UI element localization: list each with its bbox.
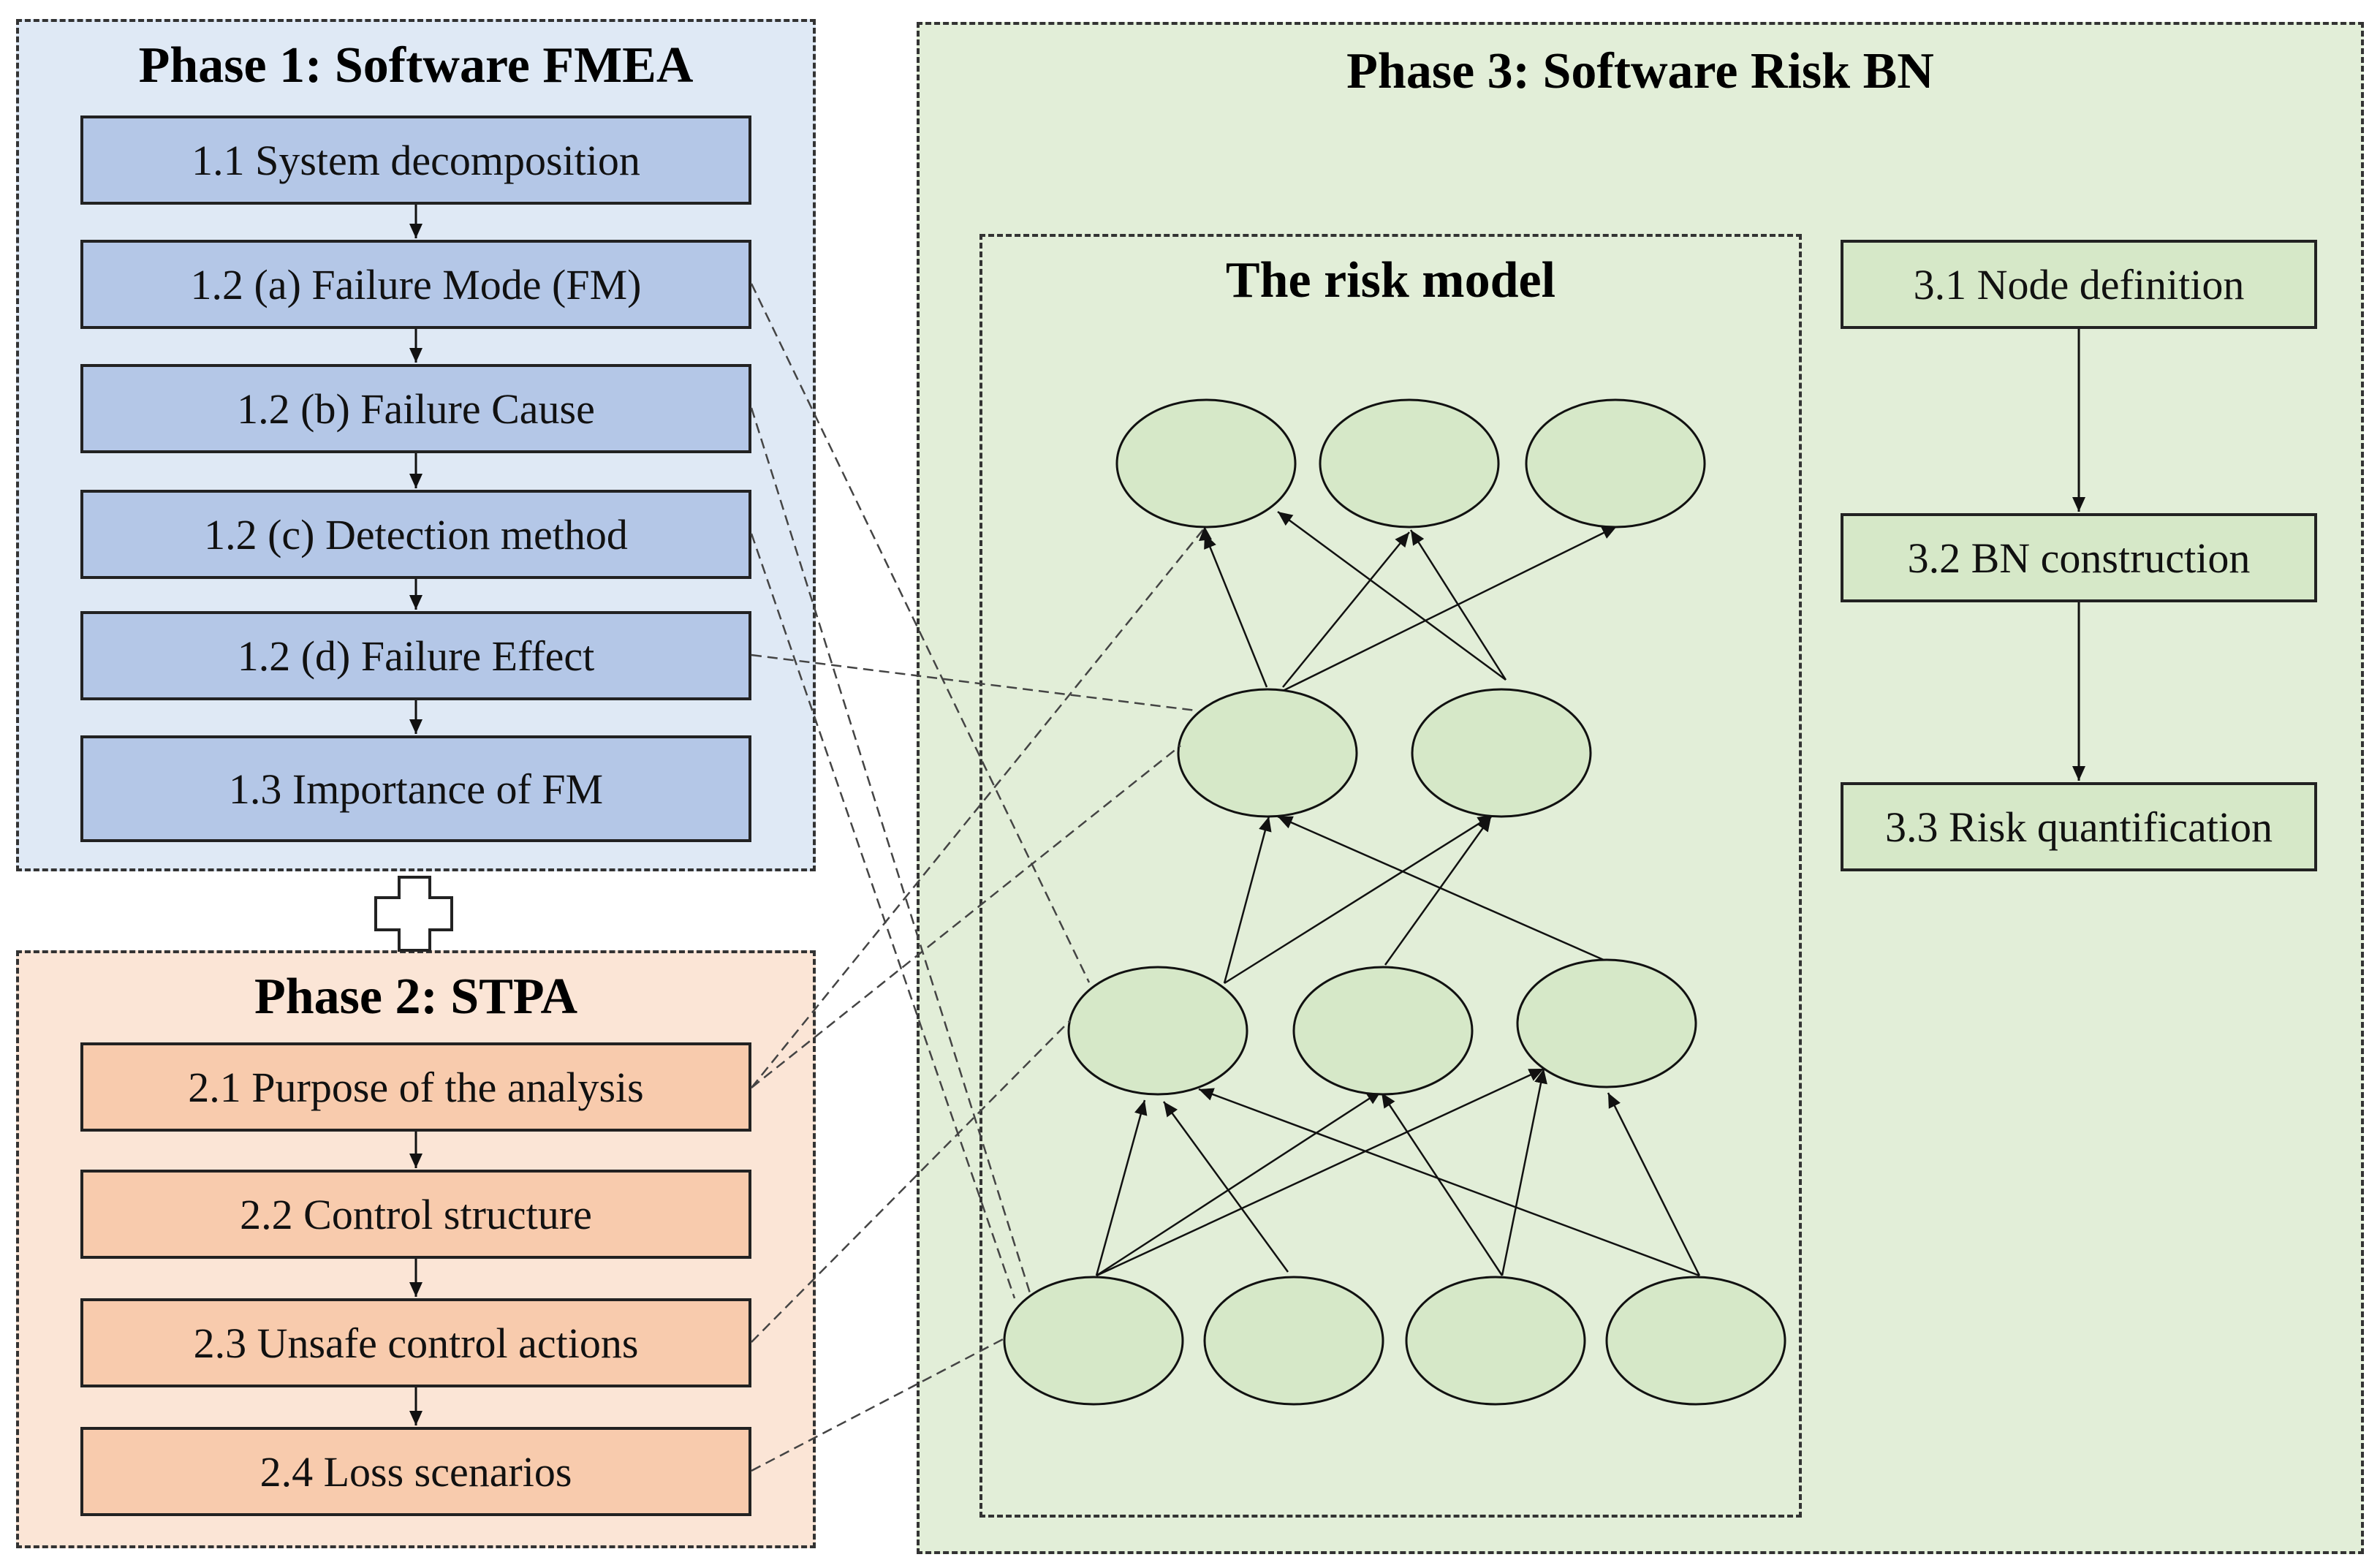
phase3-title: Phase 3: Software Risk BN — [1346, 43, 1934, 99]
phase1-step-1-2b: 1.2 (b) Failure Cause — [80, 364, 751, 453]
risk-model-title: The risk model — [1225, 252, 1556, 308]
phase2-step-2-2: 2.2 Control structure — [80, 1170, 751, 1259]
bn-node-l4-b — [1203, 1276, 1384, 1406]
bn-node-l3-b — [1292, 966, 1474, 1096]
bn-node-l1-a — [1115, 398, 1297, 529]
plus-icon — [374, 876, 453, 952]
bn-node-l1-b — [1319, 398, 1500, 529]
bn-node-l4-c — [1405, 1276, 1586, 1406]
phase2-title: Phase 2: STPA — [254, 969, 578, 1025]
phase1-step-1-1: 1.1 System decomposition — [80, 115, 751, 205]
phase2-step-2-1: 2.1 Purpose of the analysis — [80, 1042, 751, 1132]
phase3-step-3-1: 3.1 Node definition — [1841, 240, 2317, 329]
phase1-title: Phase 1: Software FMEA — [138, 37, 694, 94]
bn-node-l4-d — [1605, 1276, 1786, 1406]
bn-node-l4-a — [1003, 1276, 1184, 1406]
bn-node-l3-c — [1516, 958, 1697, 1088]
mapping-lines — [750, 283, 1205, 1472]
bn-node-l2-b — [1411, 688, 1592, 818]
risk-model-box — [979, 234, 1802, 1518]
phase1-step-1-2c: 1.2 (c) Detection method — [80, 490, 751, 579]
phase3-step-3-2: 3.2 BN construction — [1841, 513, 2317, 602]
phase3-step-3-3: 3.3 Risk quantification — [1841, 782, 2317, 871]
phase1-step-1-2a: 1.2 (a) Failure Mode (FM) — [80, 240, 751, 329]
bn-edges — [1095, 510, 1701, 1277]
phase1-step-1-3: 1.3 Importance of FM — [80, 735, 751, 842]
bn-node-l2-a — [1177, 688, 1358, 818]
mapping-arrowheads — [1199, 526, 1212, 541]
phase2-step-2-4: 2.4 Loss scenarios — [80, 1427, 751, 1516]
phase1-step-1-2d: 1.2 (d) Failure Effect — [80, 611, 751, 700]
phase2-step-2-3: 2.3 Unsafe control actions — [80, 1298, 751, 1387]
bn-node-l1-c — [1525, 398, 1706, 529]
bn-nodes — [1003, 398, 1786, 1406]
bn-node-l3-a — [1067, 966, 1248, 1096]
